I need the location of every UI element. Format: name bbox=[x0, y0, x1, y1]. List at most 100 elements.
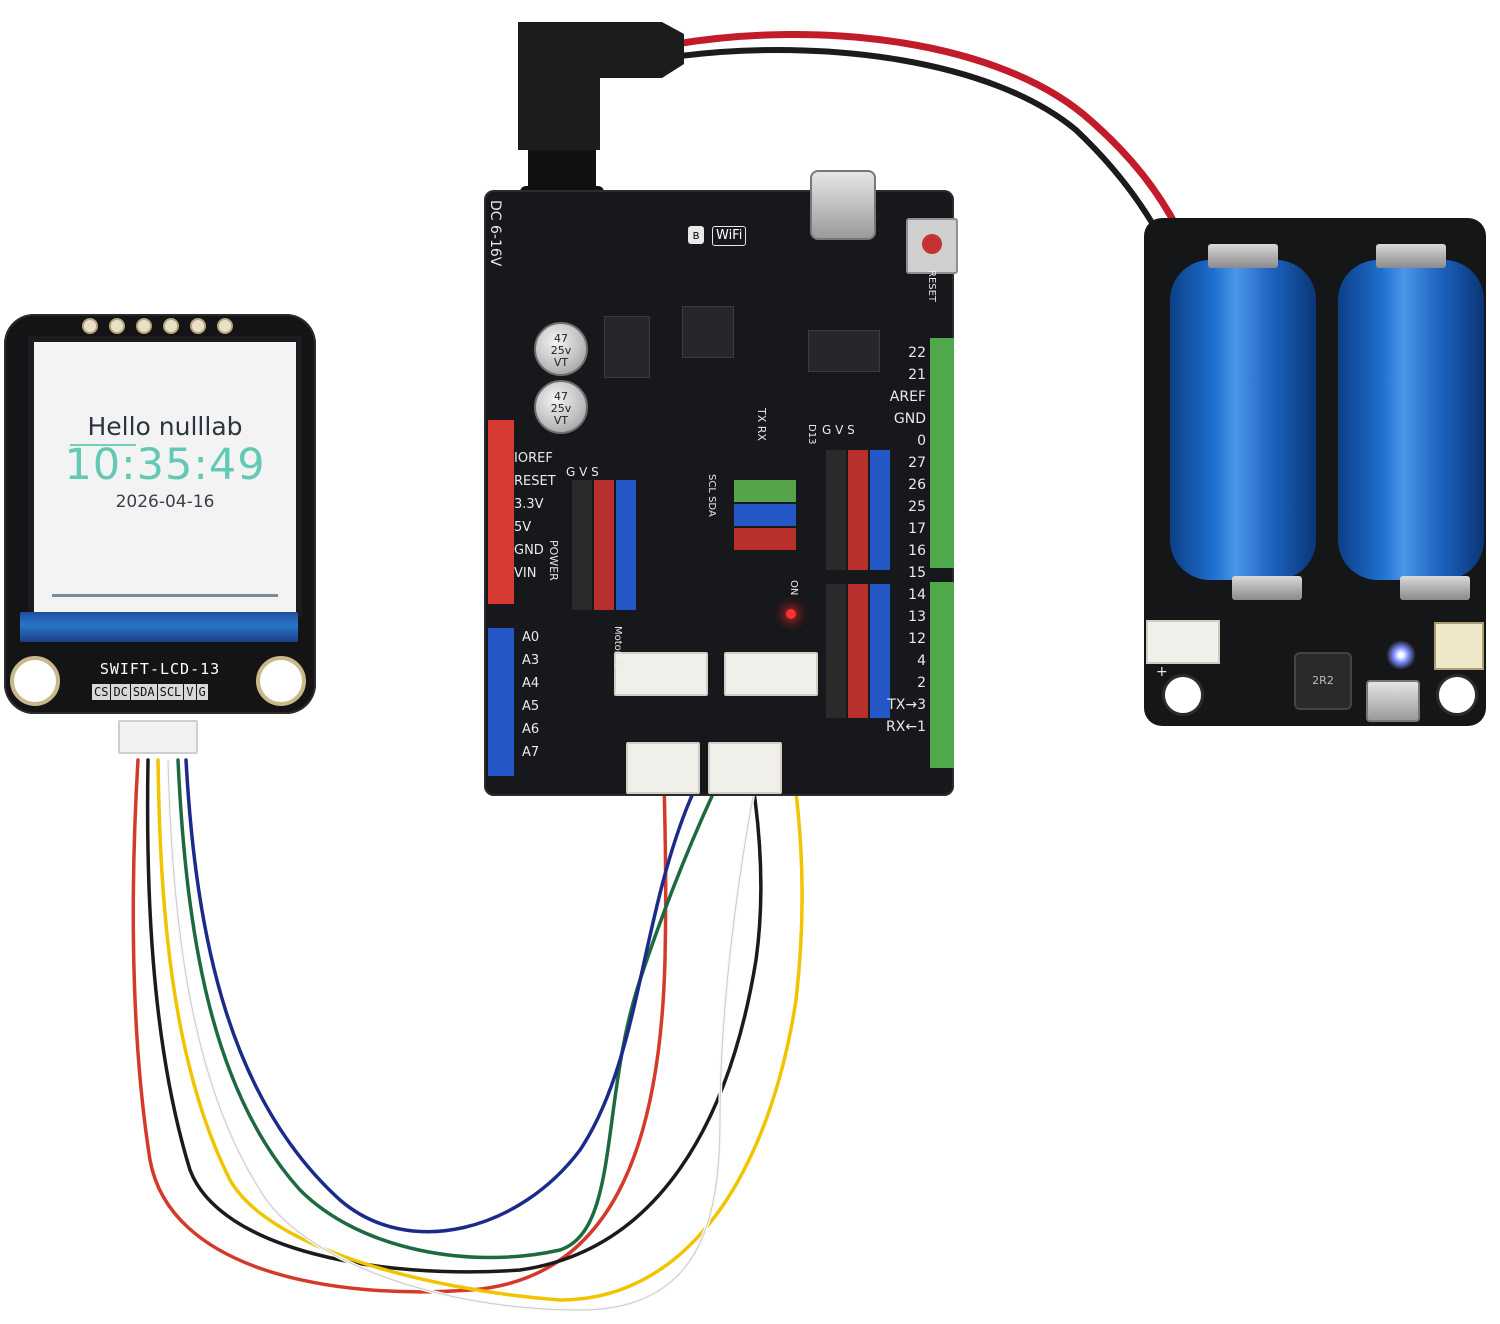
pin-label: 22 bbox=[908, 345, 926, 361]
greeting-text: Hello nulllab bbox=[87, 412, 243, 441]
pin-label: 13 bbox=[908, 609, 926, 625]
pin-label: 12 bbox=[908, 631, 926, 647]
on-label: ON bbox=[788, 580, 799, 596]
lcd-model-label: SWIFT-LCD-13 bbox=[99, 660, 221, 678]
battery-terminal bbox=[1400, 576, 1470, 600]
i2c-header-green bbox=[734, 480, 796, 502]
pin-label: SDA bbox=[130, 684, 157, 700]
gvs-label-left: G V S bbox=[566, 465, 599, 479]
gvs-header-v bbox=[594, 480, 614, 610]
pin-label: 14 bbox=[908, 587, 926, 603]
bluetooth-icon: ʙ bbox=[688, 226, 704, 244]
reset-button bbox=[906, 218, 958, 274]
reset-label: RESET bbox=[926, 270, 937, 303]
capacitor-label: 47 25v VT bbox=[550, 332, 572, 369]
usb-c-port bbox=[810, 170, 876, 240]
pin-label: 4 bbox=[917, 653, 926, 669]
pin-label: VIN bbox=[514, 566, 537, 581]
i2c-header-red bbox=[734, 528, 796, 550]
capacitor-bottom: 47 25v VT bbox=[534, 380, 588, 434]
battery-terminal bbox=[1376, 244, 1446, 268]
pin-label: 5V bbox=[514, 520, 532, 535]
right-gvs-s-bottom bbox=[870, 584, 890, 718]
battery-switch bbox=[1434, 622, 1484, 670]
right-gvs-v-bottom bbox=[848, 584, 868, 718]
mount-hole bbox=[1436, 674, 1478, 716]
right-gvs-g-top bbox=[826, 450, 846, 570]
clock-time: 10:35:49 bbox=[64, 440, 266, 490]
pin-label: GND bbox=[893, 411, 926, 427]
digital-header-top bbox=[930, 338, 954, 568]
pin-label: 16 bbox=[908, 543, 926, 559]
lcd-connector bbox=[118, 720, 198, 754]
greeting-underline bbox=[70, 444, 136, 446]
i2c-header-blue bbox=[734, 504, 796, 526]
pin-label: 15 bbox=[908, 565, 926, 581]
pin-label: AREF bbox=[889, 389, 926, 405]
motor-io-label: Motor IO bbox=[612, 626, 623, 669]
pin-label: A6 bbox=[522, 722, 540, 737]
pin-label: 26 bbox=[908, 477, 926, 493]
digital-header-bottom bbox=[930, 582, 954, 768]
capacitor-label: 47 25v VT bbox=[550, 390, 572, 427]
motor-connector-right bbox=[724, 652, 818, 696]
motor-connector-left bbox=[614, 652, 708, 696]
battery-terminal bbox=[1208, 244, 1278, 268]
pin-label: V bbox=[184, 684, 196, 700]
pin-label: TX→3 bbox=[887, 697, 926, 713]
micro-usb-port bbox=[1366, 680, 1420, 722]
mount-hole bbox=[10, 656, 60, 706]
pin-label: A0 bbox=[522, 630, 540, 645]
txrx-label: TX RX bbox=[755, 408, 768, 441]
solder-pad bbox=[190, 318, 206, 334]
pin-label: A5 bbox=[522, 699, 540, 714]
pin-label: 27 bbox=[908, 455, 926, 471]
power-connector-right bbox=[708, 742, 782, 794]
pin-label: 25 bbox=[908, 499, 926, 515]
pin-label: RESET bbox=[514, 474, 556, 489]
screen-bar bbox=[52, 594, 278, 597]
power-connector-left bbox=[626, 742, 700, 794]
power-led bbox=[786, 609, 796, 619]
pin-label: SCL bbox=[157, 684, 184, 700]
pin-label: DC bbox=[111, 684, 130, 700]
pin-label: 17 bbox=[908, 521, 926, 537]
lcd-flex-cable bbox=[20, 612, 298, 642]
pin-label: G bbox=[196, 684, 208, 700]
pin-label: 2 bbox=[917, 675, 926, 691]
right-gvs-v-top bbox=[848, 450, 868, 570]
solder-pad bbox=[109, 318, 125, 334]
pin-label: 3.3V bbox=[514, 497, 544, 512]
solder-pad bbox=[136, 318, 152, 334]
pin-label: CS bbox=[92, 684, 111, 700]
pin-label: A3 bbox=[522, 653, 540, 668]
gvs-header-s bbox=[616, 480, 636, 610]
solder-pad bbox=[82, 318, 98, 334]
analog-pin-labels: A0 A3 A4 A5 A6 A7 bbox=[522, 626, 539, 764]
solder-pad bbox=[163, 318, 179, 334]
pin-label: 0 bbox=[917, 433, 926, 449]
i2c-label: SCL SDA bbox=[706, 474, 717, 517]
inductor-label: 2R2 bbox=[1312, 674, 1334, 687]
pin-label: GND bbox=[514, 543, 544, 558]
gvs-header-g bbox=[572, 480, 592, 610]
lcd-pads bbox=[82, 318, 233, 334]
pin-label: 21 bbox=[908, 367, 926, 383]
battery-terminal bbox=[1232, 576, 1302, 600]
plus-label: + bbox=[1156, 664, 1168, 680]
pin-label: A4 bbox=[522, 676, 540, 691]
battery-connector bbox=[1146, 620, 1220, 664]
d13-label: D13 bbox=[806, 424, 817, 445]
usb-chip bbox=[808, 330, 880, 372]
clock-date: 2026-04-16 bbox=[115, 492, 215, 512]
inductor: 2R2 bbox=[1294, 652, 1352, 710]
dc-voltage-label: DC 6-16V bbox=[487, 200, 503, 267]
right-gvs-g-bottom bbox=[826, 584, 846, 718]
solder-pad bbox=[217, 318, 233, 334]
lcd-pin-labels: CS DC SDA SCL V G bbox=[92, 684, 209, 700]
digital-pin-labels: 22 21 AREF GND 0 27 26 25 17 16 15 14 13… bbox=[872, 342, 926, 738]
status-led bbox=[1386, 640, 1416, 670]
mount-hole bbox=[256, 656, 306, 706]
gvs-label-right: G V S bbox=[822, 423, 855, 437]
mount-hole bbox=[1162, 674, 1204, 716]
